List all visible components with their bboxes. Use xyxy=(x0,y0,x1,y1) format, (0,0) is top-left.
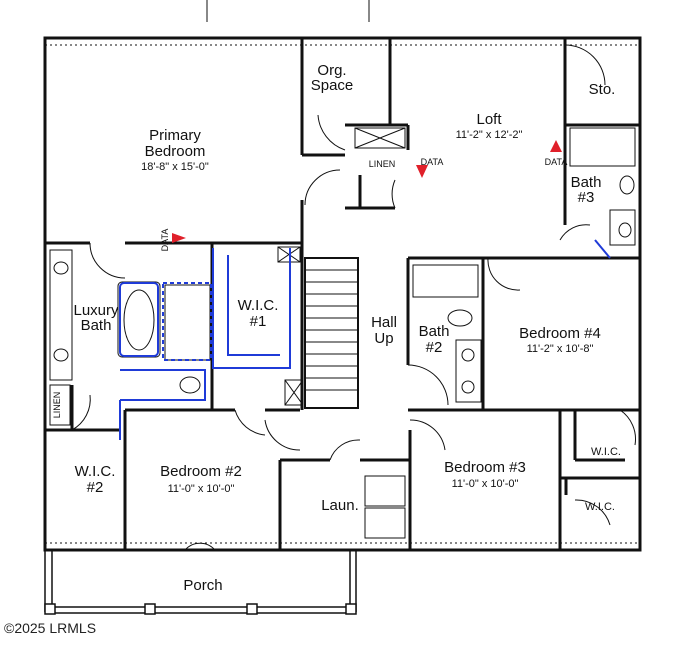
bedroom4-dims: 11'-2" x 10'-8" xyxy=(527,343,594,355)
porch-label: Porch xyxy=(183,577,222,594)
bedroom4-label: Bedroom #4 xyxy=(519,325,601,342)
wic-bedroom4-label: W.I.C. xyxy=(591,446,621,458)
copyright: ©2025 LRMLS xyxy=(4,620,96,636)
bath2-label: Bath xyxy=(419,323,450,340)
wall-dashes xyxy=(45,0,640,544)
primary-bedroom-dims: 18'-8" x 15'-0" xyxy=(141,161,209,173)
bedroom3-dims: 11'-0" x 10'-0" xyxy=(452,478,519,490)
loft-label: Loft xyxy=(476,111,502,128)
loft-dims: 11'-2" x 12'-2" xyxy=(456,129,523,141)
data-marker-label-1: DATA xyxy=(160,229,170,252)
interior-walls xyxy=(45,38,640,550)
bedroom2-dims: 11'-0" x 10'-0" xyxy=(168,483,235,495)
blue-fixture-lines xyxy=(119,239,611,440)
bath3-label-2: #3 xyxy=(578,189,595,206)
linen-upper-label: LINEN xyxy=(369,159,396,169)
data-marker-label-2: DATA xyxy=(421,157,444,167)
bath3-label: Bath xyxy=(571,174,602,191)
data-markers xyxy=(172,140,562,243)
porch-structure xyxy=(44,550,357,615)
wic1-label: W.I.C. xyxy=(238,297,279,314)
primary-bedroom-label-2: Bedroom xyxy=(145,143,206,160)
bath2-label-2: #2 xyxy=(426,339,443,356)
bedroom2-label: Bedroom #2 xyxy=(160,463,242,480)
luxury-bath-label: Luxury xyxy=(73,302,119,319)
laundry-label: Laun. xyxy=(321,497,359,514)
bedroom3-label: Bedroom #3 xyxy=(444,459,526,476)
data-marker-label-3: DATA xyxy=(545,157,568,167)
wic-bedroom3-label: W.I.C. xyxy=(585,501,615,513)
staircase xyxy=(304,257,359,409)
hall-label-2: Up xyxy=(374,330,393,347)
storage-label: Sto. xyxy=(589,81,616,98)
linen-left-label: LINEN xyxy=(52,392,62,419)
hall-label: Hall xyxy=(371,314,397,331)
org-space-label: Org. xyxy=(317,62,346,79)
primary-bedroom-label: Primary xyxy=(149,127,201,144)
wic1-label-2: #1 xyxy=(250,313,267,330)
exterior-walls xyxy=(43,36,642,552)
luxury-bath-label-2: Bath xyxy=(81,317,112,334)
wic2-label-2: #2 xyxy=(87,479,104,496)
org-space-label-2: Space xyxy=(311,77,354,94)
wic2-label: W.I.C. xyxy=(75,463,116,480)
door-swings xyxy=(71,44,636,551)
